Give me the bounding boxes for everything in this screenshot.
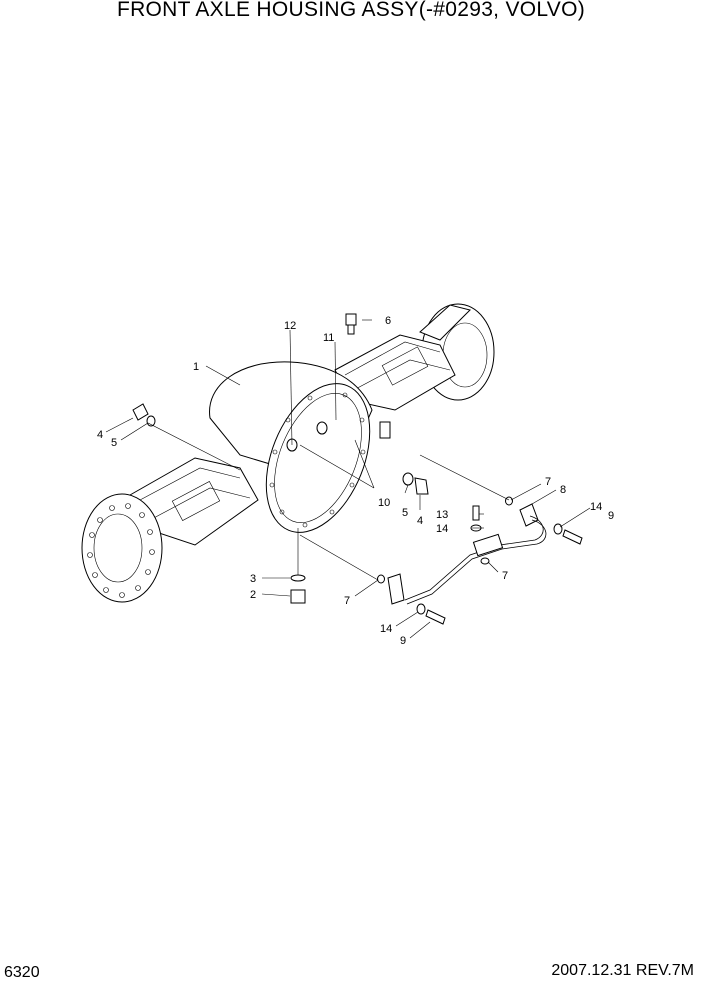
- revision-stamp: 2007.12.31 REV.7M: [551, 962, 694, 979]
- page-title: FRONT AXLE HOUSING ASSY(-#0293, VOLVO): [116, 0, 586, 21]
- callout-10: 10: [378, 497, 390, 509]
- callout-14-bottom: 14: [380, 623, 392, 635]
- callout-3: 3: [250, 573, 256, 585]
- callout-9-bottom: 9: [400, 635, 406, 647]
- callout-14-mid: 14: [436, 523, 448, 535]
- callout-11: 11: [323, 332, 334, 344]
- callout-7-top: 7: [545, 476, 551, 488]
- callout-4-left: 4: [97, 429, 103, 441]
- callout-7-mid: 7: [502, 570, 508, 582]
- axle-housing: [81, 303, 495, 603]
- callout-1: 1: [193, 361, 199, 373]
- callout-5-right: 5: [402, 507, 408, 519]
- callout-6: 6: [385, 315, 391, 327]
- page-number: 6320: [4, 964, 40, 981]
- callout-8: 8: [560, 484, 566, 496]
- callout-5-left: 5: [111, 437, 117, 449]
- drain-plug-2-3: [290, 574, 306, 604]
- callout-12: 12: [284, 320, 296, 332]
- callout-9-right: 9: [608, 510, 614, 522]
- callout-7-left: 7: [344, 595, 350, 607]
- bolt-13-washer-14: [470, 505, 482, 532]
- callout-13: 13: [436, 509, 448, 521]
- leader-lines: [105, 319, 591, 639]
- callout-4-right: 4: [417, 515, 423, 527]
- callout-14-right: 14: [590, 501, 602, 513]
- plug-4-left: [132, 403, 156, 427]
- callout-2: 2: [250, 589, 256, 601]
- pipe-assy-8: [377, 496, 583, 625]
- breather-6: [345, 313, 357, 335]
- plug-4-right: [402, 472, 429, 495]
- callout-labels: 1 12 11 6 4 5 10 5 4 7 8 14 9 13 14 7 3 …: [97, 315, 614, 647]
